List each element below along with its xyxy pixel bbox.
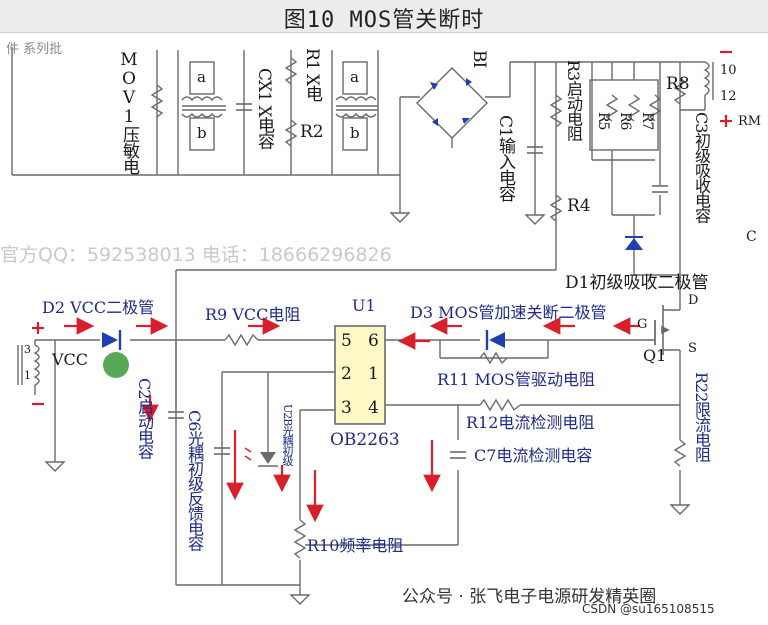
label-cut-c: C	[746, 229, 757, 245]
common-mode-choke-1	[181, 61, 226, 151]
c1-capacitor	[527, 146, 543, 154]
label-choke1-b: b	[197, 124, 207, 142]
r8-resistor	[673, 77, 687, 105]
label-ic-part: OB2263	[330, 430, 400, 450]
label-u2b: U2B光耦初级	[281, 404, 294, 466]
label-r2: R2	[300, 122, 324, 142]
ic-pin-5: 5	[341, 331, 352, 351]
mov1-resistor	[150, 84, 164, 118]
label-d2: D2 VCC二极管	[42, 298, 155, 317]
label-pin12: 12	[720, 89, 737, 104]
label-drain: D	[688, 293, 699, 308]
label-r1: R1 X电	[302, 48, 322, 102]
label-rm: RM	[738, 114, 762, 129]
label-u1: U1	[352, 296, 376, 315]
r12-resistor	[479, 398, 521, 412]
footer-credit: CSDN @su165108515	[582, 602, 715, 616]
r11-resistor	[479, 351, 508, 365]
snubber-resistor-network	[589, 79, 662, 151]
transformer-primary-coil	[703, 61, 714, 100]
label-c1: C1输入电容	[495, 115, 515, 201]
label-c6: C6光耦初级反馈电容	[185, 410, 204, 551]
d1-diode	[625, 236, 643, 250]
label-r10: R10频率电阻	[307, 536, 404, 555]
r10-resistor	[293, 519, 307, 559]
label-mov1: MOV1压敏电	[119, 50, 139, 174]
title-bar: 图10 MOS管关断时	[0, 0, 768, 33]
label-r7: R7	[639, 112, 655, 130]
r2-resistor	[284, 119, 298, 147]
label-r9: R9 VCC电阻	[205, 305, 301, 324]
label-r4: R4	[567, 196, 591, 216]
label-choke2-a: a	[350, 68, 359, 86]
watermark-partial-top: 件 系列批	[6, 42, 63, 57]
label-r11: R11 MOS管驱动电阻	[437, 370, 595, 389]
ic-pin-3: 3	[341, 398, 352, 418]
label-d3: D3 MOS管加速关断二极管	[410, 303, 607, 322]
bottom-wires	[34, 309, 681, 595]
label-c2: C2启动电容	[135, 378, 154, 459]
ic-pin-6: 6	[368, 331, 379, 351]
watermark-contact: 官方QQ：592538013 电话：18666296826	[0, 244, 392, 266]
common-mode-choke-2	[335, 61, 378, 151]
ic-pin-4: 4	[368, 398, 379, 418]
ground-r22	[669, 504, 691, 515]
r4-resistor	[549, 194, 563, 222]
c6-capacitor	[214, 447, 230, 455]
page-title: 图10 MOS管关断时	[283, 8, 485, 33]
r1-resistor	[284, 57, 298, 85]
label-r3: R3启动电阻	[564, 60, 583, 141]
label-pin1: 1	[24, 369, 31, 382]
cx1-capacitor	[236, 103, 252, 111]
ground-r10	[289, 594, 311, 605]
label-r8: R8	[666, 74, 690, 94]
label-source: S	[688, 341, 697, 356]
label-r12: R12电流检测电阻	[466, 413, 595, 432]
current-flow-arrows	[64, 317, 640, 523]
label-r22: R22限流电阻	[692, 372, 711, 462]
d3-diode	[485, 330, 505, 350]
ground-symbols-top	[389, 200, 546, 225]
label-cx1: CX1 X电容	[254, 68, 274, 149]
r3-resistor	[549, 94, 563, 128]
label-d1: D1初级吸收二极管	[565, 273, 709, 293]
label-pin3: 3	[24, 343, 31, 356]
u1-ic-body	[334, 325, 386, 425]
polarity-markers	[32, 50, 732, 406]
ic-pin-2: 2	[341, 364, 352, 384]
r9-resistor	[224, 333, 259, 347]
top-bus-wires	[11, 47, 706, 585]
label-gate: G	[637, 317, 648, 332]
c2-capacitor	[168, 411, 184, 419]
d2-diode	[102, 330, 129, 378]
label-c7: C7电流检测电容	[474, 446, 593, 465]
label-choke1-a: a	[197, 68, 206, 86]
u2b-optocoupler	[244, 430, 278, 467]
label-bridge: BI	[469, 50, 489, 68]
label-r5: R5	[595, 112, 611, 130]
vcc-winding	[17, 344, 66, 472]
label-q1: Q1	[643, 346, 667, 365]
bridge-rectifier	[416, 67, 488, 148]
label-vcc: VCC	[52, 350, 89, 369]
label-r6: R6	[617, 112, 633, 130]
ic-pin-1: 1	[368, 364, 379, 384]
cursor-highlight-dot	[103, 352, 129, 378]
label-choke2-b: b	[350, 124, 360, 142]
r22-resistor	[673, 439, 687, 467]
q1-mosfet	[654, 305, 670, 355]
label-pin10: 10	[720, 63, 737, 78]
c7-capacitor	[450, 451, 466, 459]
label-c3: C3初级吸收电容	[692, 112, 711, 223]
c3-capacitor	[652, 185, 668, 193]
footer-brand: 公众号 · 张飞电子电源研发精英圈	[402, 587, 657, 607]
